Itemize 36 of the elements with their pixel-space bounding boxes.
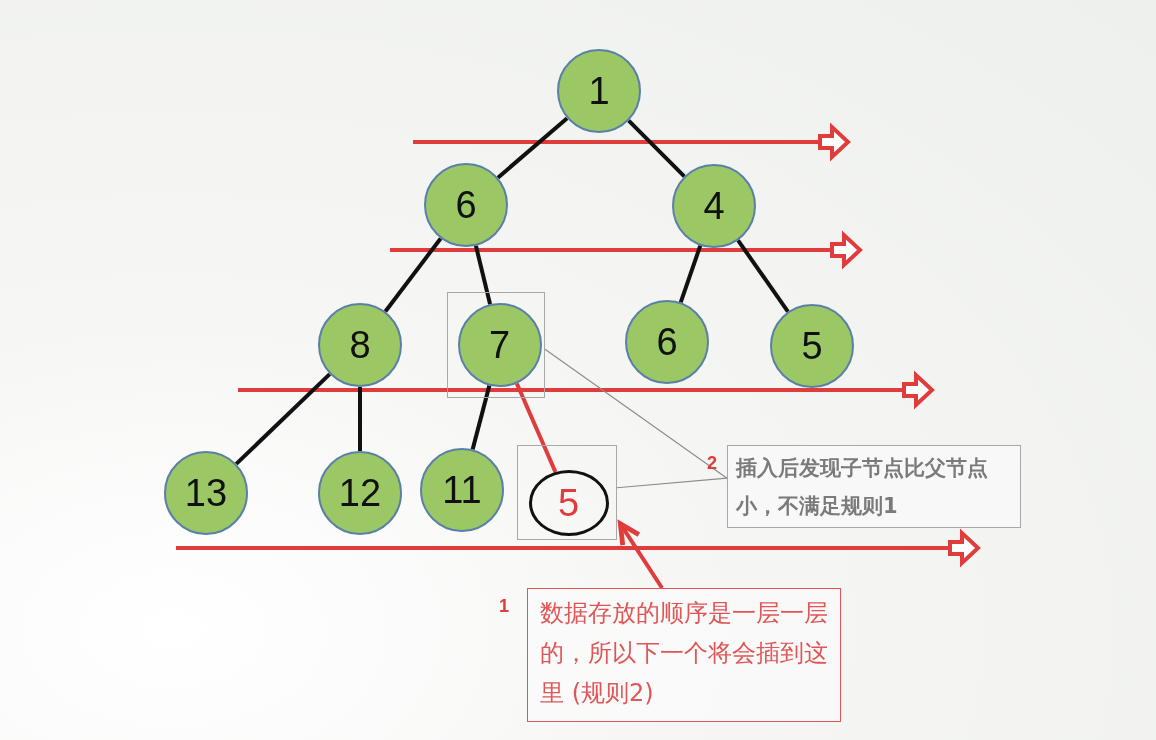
callout-text: 数据存放的顺序是一层一层的，所以下一个将会插到这里 (规则2) — [540, 598, 828, 709]
arrow — [617, 521, 664, 590]
callout-text: 插入后发现子节点比父节点小，不满足规则1 — [736, 454, 989, 520]
leader-line — [616, 477, 728, 489]
node-number: 6 — [656, 323, 678, 361]
node-number: 8 — [349, 326, 371, 364]
callout-number: 2 — [707, 453, 717, 474]
leader-line — [544, 348, 728, 479]
tree-edge — [736, 239, 790, 313]
tree-edge — [473, 245, 493, 305]
tree-node-circle — [672, 164, 756, 248]
node-number: 6 — [455, 186, 477, 224]
node-number: 7 — [488, 325, 511, 364]
tree-edge — [514, 382, 558, 473]
highlight-box — [447, 292, 545, 398]
tree-edge — [383, 237, 443, 313]
tree-edge — [627, 119, 686, 178]
inserted-node-circle — [528, 469, 609, 536]
node-number: 12 — [338, 474, 382, 512]
node-number: 5 — [557, 483, 580, 522]
tree-node-circle — [318, 303, 402, 387]
tree-edge — [496, 116, 569, 180]
tree-edge — [678, 245, 703, 303]
tree-edge — [234, 372, 332, 466]
callout-box — [727, 445, 1021, 528]
tree-edge — [470, 385, 492, 450]
callout-box — [527, 588, 841, 722]
tree-node-circle — [557, 49, 641, 133]
tree-edge — [358, 387, 362, 451]
node-number: 5 — [801, 327, 823, 365]
callout-number: 1 — [499, 596, 509, 617]
node-number: 4 — [703, 187, 725, 225]
node-number: 1 — [588, 72, 610, 110]
node-number: 13 — [184, 474, 228, 512]
highlight-box — [517, 445, 617, 540]
node-number: 11 — [442, 471, 482, 509]
